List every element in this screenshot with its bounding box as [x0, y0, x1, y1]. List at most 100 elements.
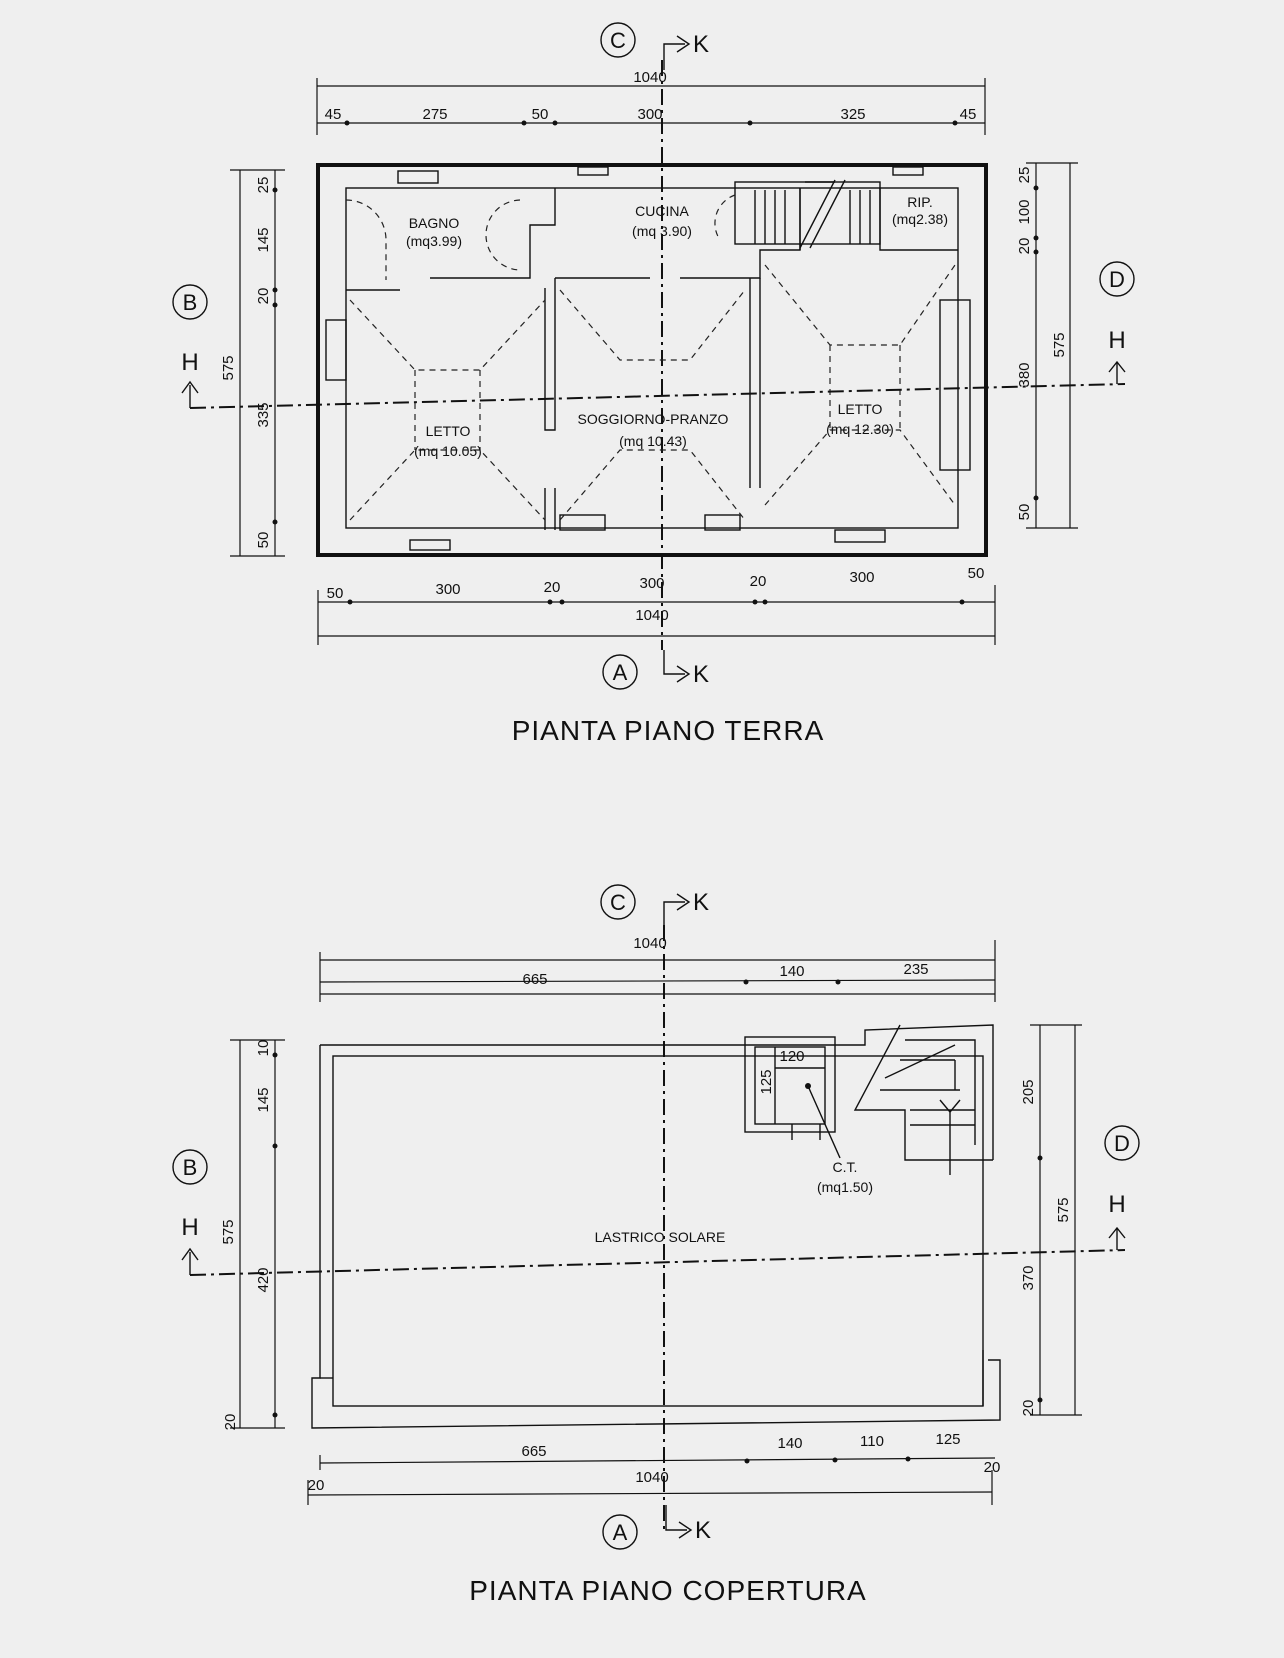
svg-text:205: 205 [1020, 1079, 1037, 1104]
svg-text:1040: 1040 [635, 1469, 668, 1486]
dimension-left-copertura: 10 145 420 20 575 [220, 1039, 285, 1431]
svg-text:C: C [610, 28, 626, 53]
svg-text:50: 50 [255, 532, 272, 549]
svg-text:20: 20 [222, 1414, 239, 1431]
svg-text:145: 145 [255, 1087, 272, 1112]
svg-text:(mq 10.05): (mq 10.05) [414, 443, 482, 459]
dimension-left-terra: 25 145 20 335 50 575 [220, 169, 285, 557]
room-letto-2: LETTO [838, 401, 883, 417]
room-ct: C.T. [833, 1159, 858, 1175]
ct-height-dim: 125 [758, 1069, 775, 1094]
svg-text:45: 45 [960, 106, 977, 123]
svg-text:(mq 3.90): (mq 3.90) [632, 223, 692, 239]
svg-text:300: 300 [435, 581, 460, 598]
svg-text:A: A [613, 1520, 628, 1545]
svg-text:100: 100 [1016, 199, 1033, 224]
svg-text:A: A [613, 660, 628, 685]
svg-text:1040: 1040 [635, 607, 668, 624]
section-marker-k-bottom-terra: K [663, 650, 709, 688]
svg-text:300: 300 [849, 569, 874, 586]
svg-text:665: 665 [521, 1443, 546, 1460]
svg-text:20: 20 [750, 573, 767, 590]
ct-width-dim: 120 [779, 1048, 804, 1065]
svg-text:H: H [1108, 1191, 1125, 1218]
svg-text:325: 325 [840, 106, 865, 123]
svg-text:665: 665 [522, 971, 547, 988]
section-line-h-terra: H H [181, 327, 1126, 409]
svg-text:235: 235 [903, 961, 928, 978]
svg-text:1040: 1040 [633, 935, 666, 952]
svg-text:420: 420 [255, 1267, 272, 1292]
svg-text:10: 10 [255, 1040, 272, 1057]
svg-text:20: 20 [308, 1477, 325, 1494]
room-labels-piano-terra: BAGNO (mq3.99) CUCINA (mq 3.90) RIP. (mq… [406, 194, 948, 459]
dimension-bottom-copertura: 665 140 110 125 1040 20 20 [307, 1431, 1000, 1505]
svg-text:B: B [183, 290, 198, 315]
svg-text:1040: 1040 [633, 69, 666, 86]
svg-text:140: 140 [777, 1435, 802, 1452]
svg-text:145: 145 [255, 227, 272, 252]
axis-marker-c-copertura: C [600, 884, 636, 920]
walls-piano-terra [316, 163, 988, 557]
dimension-top: 1040 45 275 50 300 325 45 [316, 69, 986, 135]
svg-text:575: 575 [220, 355, 237, 380]
svg-text:(mq2.38): (mq2.38) [892, 211, 948, 227]
section-h-left: H [181, 349, 198, 376]
svg-text:C: C [610, 890, 626, 915]
svg-text:335: 335 [255, 402, 272, 427]
svg-text:50: 50 [1016, 504, 1033, 521]
plan-title-piano-copertura: PIANTA PIANO COPERTURA [469, 1575, 866, 1606]
section-marker-k-top-copertura: K [663, 889, 709, 930]
svg-text:20: 20 [255, 288, 272, 305]
svg-text:370: 370 [1020, 1265, 1037, 1290]
dimension-right-terra: 25 100 20 380 50 575 [1016, 162, 1078, 529]
svg-text:25: 25 [255, 177, 272, 194]
svg-text:20: 20 [1016, 238, 1033, 255]
plan-title-piano-terra: PIANTA PIANO TERRA [512, 715, 825, 746]
svg-text:300: 300 [637, 106, 662, 123]
room-cucina: CUCINA [635, 203, 689, 219]
svg-text:20: 20 [1020, 1400, 1037, 1417]
svg-text:575: 575 [220, 1219, 237, 1244]
svg-text:50: 50 [327, 585, 344, 602]
svg-text:110: 110 [860, 1433, 884, 1450]
svg-text:275: 275 [422, 106, 447, 123]
section-marker-k-top: K [663, 31, 709, 70]
axis-marker-b-copertura: B [172, 1149, 208, 1185]
section-marker-k-bottom-copertura: K [665, 1505, 711, 1544]
svg-text:D: D [1109, 267, 1125, 292]
svg-text:K: K [695, 1517, 711, 1544]
section-h-right: H [1108, 327, 1125, 354]
svg-text:H: H [181, 1214, 198, 1241]
svg-text:380: 380 [1016, 362, 1033, 387]
plan-piano-terra: C K 1040 45 275 50 300 325 45 [172, 22, 1135, 746]
svg-text:(mq1.50): (mq1.50) [817, 1179, 873, 1195]
dimension-top-copertura: 1040 665 140 235 [319, 935, 996, 1002]
svg-text:140: 140 [779, 963, 804, 980]
svg-text:575: 575 [1055, 1197, 1072, 1222]
axis-marker-d-terra: D [1099, 261, 1135, 297]
room-labels-copertura: C.T. (mq1.50) LASTRICO SOLARE [595, 1159, 873, 1245]
svg-text:K: K [693, 889, 709, 916]
axis-marker-a-terra: A [602, 654, 638, 690]
axis-marker-d-copertura: D [1104, 1125, 1140, 1161]
section-line-h-copertura: H H [181, 1191, 1126, 1276]
svg-text:300: 300 [639, 575, 664, 592]
svg-text:K: K [693, 661, 709, 688]
axis-marker-c-top: C [600, 22, 636, 58]
svg-text:D: D [1114, 1131, 1130, 1156]
room-soggiorno-pranzo: SOGGIORNO-PRANZO [578, 411, 729, 427]
plan-piano-copertura: C K 1040 665 140 235 [172, 884, 1140, 1606]
room-ripostiglio: RIP. [907, 194, 932, 210]
svg-text:(mq 10.43): (mq 10.43) [619, 433, 687, 449]
svg-text:125: 125 [935, 1431, 960, 1448]
svg-text:575: 575 [1051, 332, 1068, 357]
dimension-right-copertura: 205 370 20 575 [1020, 1024, 1082, 1417]
axis-marker-b-terra: B [172, 284, 208, 320]
room-lastrico-solare: LASTRICO SOLARE [595, 1229, 726, 1245]
room-letto-1: LETTO [426, 423, 471, 439]
svg-text:B: B [183, 1155, 198, 1180]
svg-text:45: 45 [325, 106, 342, 123]
axis-marker-a-copertura: A [602, 1514, 638, 1550]
